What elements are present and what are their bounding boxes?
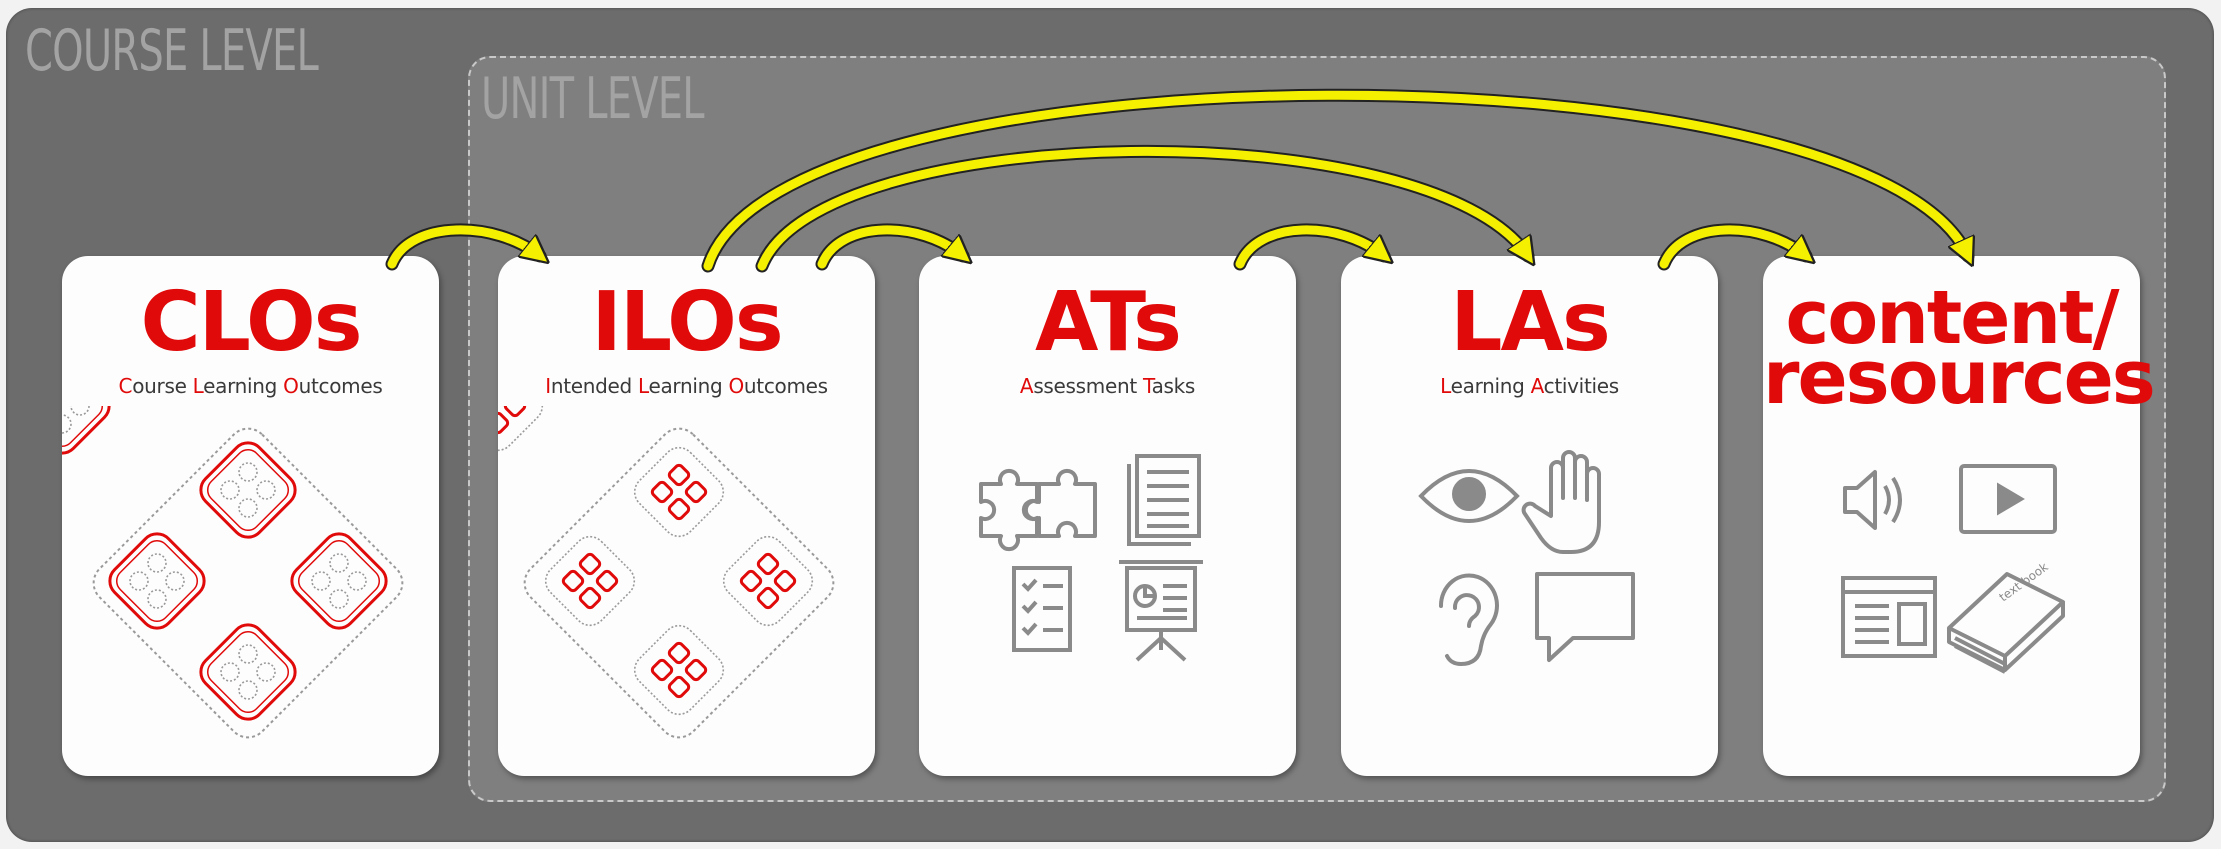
subtitle-initial: A (1530, 374, 1544, 398)
card-subtitle: Assessment Tasks (919, 374, 1296, 398)
subtitle-initial: O (728, 374, 744, 398)
speech-bubble-icon (1535, 572, 1635, 662)
card-subtitle: Course Learning Outcomes (62, 374, 439, 398)
eye-icon (1418, 469, 1520, 523)
card-title-line: content/ (1785, 275, 2119, 361)
card-content-resources: content/ resources text book (1763, 256, 2156, 776)
card-las: LAs Learning Activities (1341, 256, 1718, 776)
card-ilos: ILOs Intended Learning Outcomes (498, 256, 875, 776)
card-title: ATs (1035, 275, 1182, 370)
speaker-icon (1843, 470, 1902, 530)
subtitle-text: ctivities (1543, 374, 1620, 398)
subtitle-initial: L (1440, 374, 1451, 398)
subtitle-initial: A (1019, 374, 1034, 398)
activity-icons (1418, 450, 1635, 667)
presentation-board-icon (1119, 560, 1203, 662)
subtitle-initial: T (1142, 374, 1152, 398)
card-subtitle: Learning Activities (1341, 374, 1718, 398)
card-title: content/ resources (1763, 275, 2156, 421)
subtitle-initial: O (283, 374, 299, 398)
subtitle-text: ntended (550, 374, 638, 398)
card-title: ILOs (591, 275, 783, 370)
subtitle-text: ourse (132, 374, 193, 398)
book-label: text book (1997, 560, 2051, 605)
textbook-icon: text book (1947, 560, 2065, 674)
card-title: LAs (1450, 275, 1611, 370)
unit-level-label: UNIT LEVEL (481, 66, 705, 132)
subtitle-text: earning (648, 374, 729, 398)
subtitle-initial: C (118, 374, 133, 398)
subtitle-text: earning (203, 374, 284, 398)
course-outcomes-diamond-icon (62, 406, 404, 739)
intended-outcomes-diamond-icon (498, 406, 835, 739)
subtitle-text: ssessment (1033, 374, 1143, 398)
card-clos: CLOs Course Learning Outcomes (62, 256, 439, 776)
subtitle-text: utcomes (298, 374, 383, 398)
assessment-icons (979, 454, 1203, 662)
hand-icon (1521, 450, 1601, 554)
course-level-label: COURSE LEVEL (25, 18, 319, 84)
subtitle-initial: L (637, 374, 649, 398)
document-icon (1127, 454, 1201, 546)
card-title: CLOs (140, 275, 362, 370)
subtitle-text: utcomes (743, 374, 828, 398)
subtitle-text: earning (1450, 374, 1531, 398)
resource-icons: text book (1841, 464, 2065, 674)
webpage-icon (1841, 576, 1937, 658)
play-video-icon (1959, 464, 2057, 534)
checklist-icon (1012, 566, 1072, 652)
puzzle-icon (979, 468, 1097, 552)
ear-icon (1438, 573, 1499, 667)
card-ats: ATs Assessment Tasks (919, 256, 1296, 776)
subtitle-initial: L (192, 374, 204, 398)
subtitle-initial: I (545, 374, 551, 398)
card-title-line: resources (1763, 335, 2156, 421)
subtitle-text: asks (1151, 374, 1196, 398)
card-subtitle: Intended Learning Outcomes (498, 374, 875, 398)
